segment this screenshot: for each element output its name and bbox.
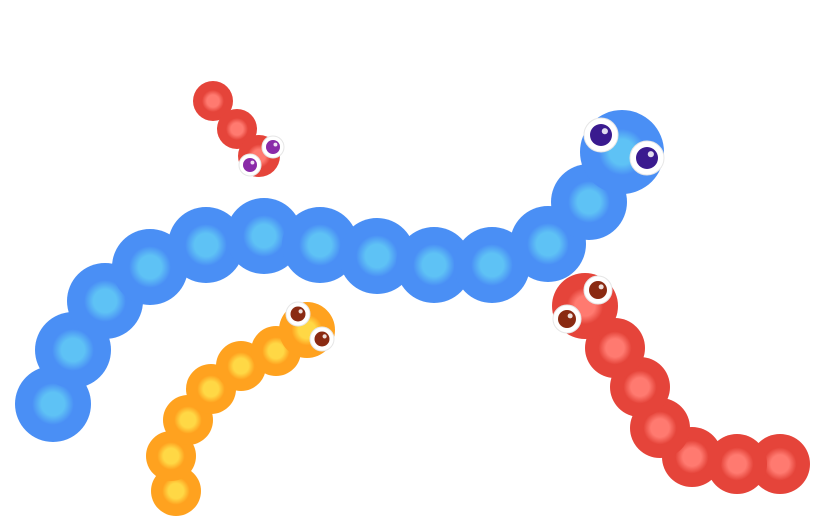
eye-glint (250, 160, 255, 165)
segment-highlight (157, 442, 185, 470)
segment-highlight (527, 223, 569, 265)
segment-highlight (720, 447, 754, 481)
segment-highlight (197, 375, 225, 403)
segment-highlight (174, 406, 202, 434)
eye-glint (322, 334, 327, 339)
small-red-worm (193, 81, 285, 177)
segment-highlight (162, 477, 190, 505)
segment-highlight (763, 447, 797, 481)
segment-highlight (52, 329, 94, 371)
segment-highlight (32, 383, 74, 425)
segment-highlight (675, 440, 709, 474)
segment-highlight (226, 118, 248, 140)
segment-highlight (471, 244, 513, 286)
eye-pupil (636, 147, 658, 169)
eye-glint (298, 309, 303, 314)
segment-highlight (129, 246, 171, 288)
eye-pupil (558, 310, 576, 328)
eye-glint (601, 128, 608, 135)
eye-glint (598, 284, 604, 290)
eye-glint (567, 313, 573, 319)
eye-pupil (243, 158, 257, 172)
segment-highlight (623, 370, 657, 404)
segment-highlight (299, 224, 341, 266)
eye-pupil (314, 331, 330, 347)
eye-glint (647, 151, 654, 158)
segment-highlight (202, 90, 224, 112)
segment-highlight (568, 181, 610, 223)
eye-glint (273, 142, 278, 147)
segment-highlight (84, 280, 126, 322)
segment-highlight (413, 244, 455, 286)
blue-worm (15, 110, 665, 442)
segment-highlight (643, 411, 677, 445)
yellow-worm (146, 301, 335, 516)
segment-highlight (243, 215, 285, 257)
eye-pupil (266, 140, 280, 154)
segment-highlight (598, 331, 632, 365)
red-worm (552, 273, 810, 494)
segment-highlight (356, 235, 398, 277)
segment-highlight (185, 224, 227, 266)
eye-pupil (589, 281, 607, 299)
eye-pupil (590, 124, 612, 146)
eye-pupil (290, 306, 306, 322)
segment-highlight (227, 352, 255, 380)
